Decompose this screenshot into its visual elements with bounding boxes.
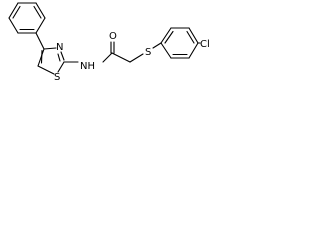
carbonyl-oxygen-label: O: [109, 31, 117, 42]
phenyl-ring: [8, 2, 46, 34]
amide-carbonyl-bond: [102, 52, 113, 63]
carbonyl-methylene-bond: [111, 52, 131, 63]
chemical-structure: S N NH O S Cl: [8, 2, 210, 83]
thioether-sulfur-label: S: [145, 47, 151, 58]
chlorine-label: Cl: [200, 39, 210, 50]
carbonyl-double-bond: [110, 41, 115, 54]
thiazole-ring: [37, 47, 65, 75]
thiazole-sulfur-label: S: [54, 72, 60, 83]
chlorophenyl-ring: [160, 27, 199, 59]
phenyl-thiazole-bond: [35, 32, 45, 50]
methylene-sulfur-bond: [129, 53, 144, 63]
sulfur-aryl-bond: [152, 42, 162, 49]
amide-nh-label: NH: [80, 61, 95, 72]
thiazole-nitrogen-label: N: [56, 42, 63, 53]
